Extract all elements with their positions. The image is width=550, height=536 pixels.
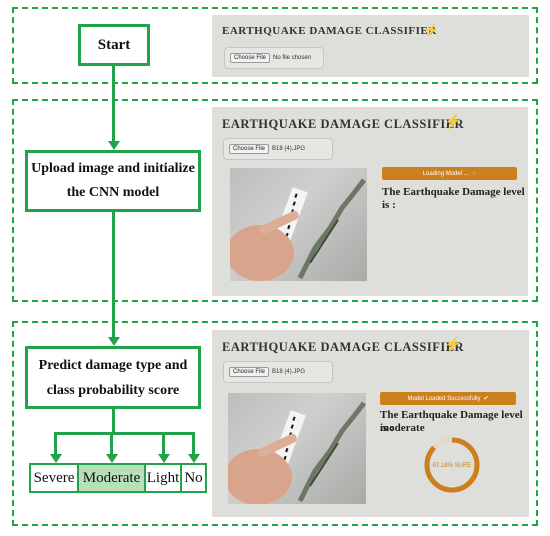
lightning-icon: ⚡ <box>444 338 462 353</box>
panel-upload <box>12 99 538 302</box>
panel-start <box>12 7 538 84</box>
class-severe: Severe <box>29 463 79 493</box>
class-moderate: Moderate <box>77 463 146 493</box>
arrowhead-severe <box>49 454 62 463</box>
loaded-text: Model Loaded Successfully <box>407 395 481 402</box>
predict-label-line2: class probability score <box>46 382 180 398</box>
uploaded-image <box>228 393 366 504</box>
arrowhead-light <box>157 454 170 463</box>
app-screenshot-loading: EARTHQUAKE DAMAGE CLASSIFIER ⚡ Choose Fi… <box>212 107 528 296</box>
panel-predict <box>12 321 538 526</box>
branch-bar <box>54 432 194 435</box>
loaded-status: Model Loaded Successfully ✔ <box>380 392 516 405</box>
class-severe-label: Severe <box>33 469 75 486</box>
class-no-label: No <box>184 469 203 486</box>
branch-moderate <box>110 432 113 454</box>
arrowhead-no <box>187 454 200 463</box>
upload-label-line1: Upload image and initialize <box>31 161 195 176</box>
crack-photo-graphic <box>228 401 366 504</box>
arrowhead-predict <box>107 337 120 346</box>
file-status: No file chosen <box>273 55 312 61</box>
choose-file-button[interactable]: Choose File <box>230 53 271 63</box>
arrowhead-upload <box>107 141 120 150</box>
result-label: The Earthquake Damage level is : <box>382 186 525 211</box>
class-moderate-label: Moderate <box>82 469 141 486</box>
file-name: B18 (4).JPG <box>272 369 306 375</box>
connector-predict-branch <box>112 409 115 434</box>
choose-file-button[interactable]: Choose File <box>229 144 270 154</box>
lightning-icon: ⚡ <box>444 115 462 130</box>
file-input[interactable]: Choose File No file chosen <box>224 47 324 69</box>
upload-box: Upload image and initialize the CNN mode… <box>25 150 201 212</box>
probability-text: 87.18% SURE <box>433 463 472 469</box>
predict-label-line1: Predict damage type and <box>38 357 188 373</box>
connector-start-upload <box>112 66 115 142</box>
loading-text: Loading Model ... <box>422 170 469 177</box>
branch-light <box>162 432 165 454</box>
probability-ring: 87.18% SURE <box>424 437 480 493</box>
checkmark-icon: ✔ <box>483 396 489 402</box>
result-label: The Earthquake Damage level is : <box>380 409 523 434</box>
class-light-label: Light <box>146 469 180 486</box>
uploaded-image <box>230 168 367 281</box>
spinner-icon: ◌ <box>472 170 477 177</box>
arrowhead-moderate <box>105 454 118 463</box>
result-value: moderate <box>380 422 425 434</box>
app-title: EARTHQUAKE DAMAGE CLASSIFIER <box>222 340 465 354</box>
start-label: Start <box>97 36 131 53</box>
upload-label-line2: the CNN model <box>66 185 160 200</box>
app-screenshot-initial: EARTHQUAKE DAMAGE CLASSIFIER ⚡ Choose Fi… <box>212 15 529 77</box>
lightning-icon: ⚡ <box>424 23 439 37</box>
file-input[interactable]: Choose File B18 (4).JPG <box>223 138 333 160</box>
app-title: EARTHQUAKE DAMAGE CLASSIFIER <box>222 117 465 131</box>
file-name: B18 (4).JPG <box>272 146 306 152</box>
loading-status: Loading Model ... ◌ <box>382 167 517 180</box>
file-input[interactable]: Choose File B18 (4).JPG <box>223 361 333 383</box>
crack-photo-graphic <box>230 178 366 281</box>
probability-ring-fill <box>424 437 480 493</box>
connector-upload-predict <box>112 212 115 338</box>
start-box: Start <box>78 24 150 66</box>
app-screenshot-result: EARTHQUAKE DAMAGE CLASSIFIER ⚡ Choose Fi… <box>212 330 529 517</box>
choose-file-button[interactable]: Choose File <box>229 367 270 377</box>
app-title: EARTHQUAKE DAMAGE CLASSIFIER <box>222 25 437 37</box>
class-light: Light <box>144 463 182 493</box>
class-no: No <box>180 463 207 493</box>
branch-severe <box>54 432 57 454</box>
branch-no <box>192 432 195 454</box>
predict-box: Predict damage type and class probabilit… <box>25 346 201 409</box>
